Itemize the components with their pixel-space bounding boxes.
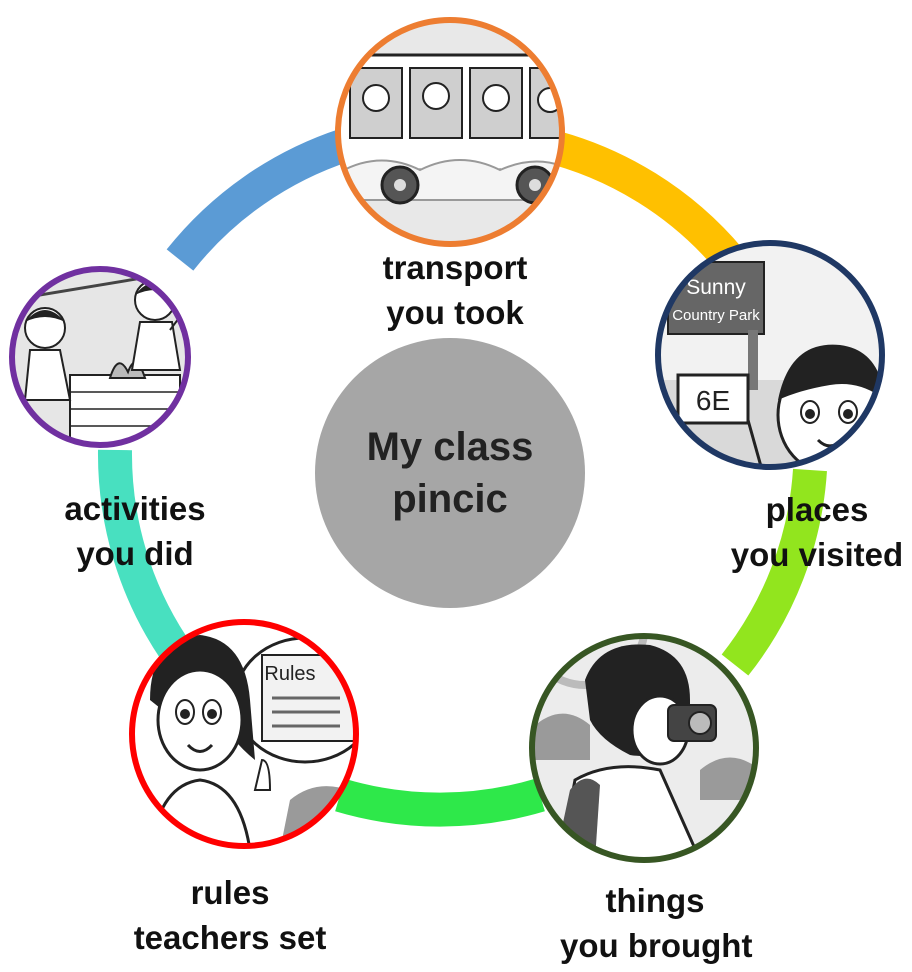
things-label-line-2: you brought	[560, 927, 753, 964]
places-label: places you visited	[722, 487, 912, 577]
center-circle	[315, 338, 585, 608]
rules-board-icon: Rules	[132, 622, 356, 846]
rules-label: rules teachers set	[125, 870, 335, 960]
transport-label-line-1: transport	[382, 249, 528, 286]
rules-node-border	[129, 619, 359, 849]
center-title-line-1: My class	[366, 425, 534, 469]
transport-node	[335, 17, 565, 247]
ring-segment-transport-to-places	[540, 128, 744, 272]
park-sign-icon: Sunny Country Park 6E	[658, 243, 882, 467]
activities-node-border	[9, 266, 191, 448]
ring-segment-rules-to-activities	[97, 449, 190, 660]
rules-label-line-1: rules	[190, 874, 270, 911]
barbecue-icon	[12, 269, 188, 445]
transport-label: transport you took	[355, 245, 555, 335]
park-sign-text-2: Country Park	[672, 307, 760, 324]
activities-label-line-1: activities	[64, 490, 206, 527]
ring-segment-things-to-rules	[335, 778, 545, 827]
things-label: things you brought	[560, 878, 753, 968]
activities-label: activities you did	[40, 486, 230, 576]
center-title: My class pincic	[315, 338, 585, 608]
transport-label-line-2: you took	[386, 294, 524, 331]
places-label-line-1: places	[765, 491, 869, 528]
rules-label-line-2: teachers set	[133, 919, 327, 956]
activities-node	[9, 266, 191, 448]
park-sign-text: Sunny	[686, 276, 746, 299]
things-node-border	[529, 633, 759, 863]
transport-node-border	[335, 17, 565, 247]
rules-board-text: Rules	[264, 663, 315, 685]
rules-node: Rules	[129, 619, 359, 849]
ring-segment-places-to-things	[721, 468, 827, 676]
activities-label-line-2: you did	[76, 535, 194, 572]
bus-icon	[338, 20, 562, 244]
places-label-line-2: you visited	[730, 536, 904, 573]
things-node	[529, 633, 759, 863]
ring-segment-activities-to-transport	[166, 128, 351, 271]
places-node-border	[655, 240, 885, 470]
camera-icon	[532, 636, 756, 860]
places-node: Sunny Country Park 6E	[655, 240, 885, 470]
class-card-text: 6E	[696, 385, 730, 416]
things-label-line-1: things	[605, 882, 705, 919]
center-title-line-2: pincic	[392, 477, 508, 521]
